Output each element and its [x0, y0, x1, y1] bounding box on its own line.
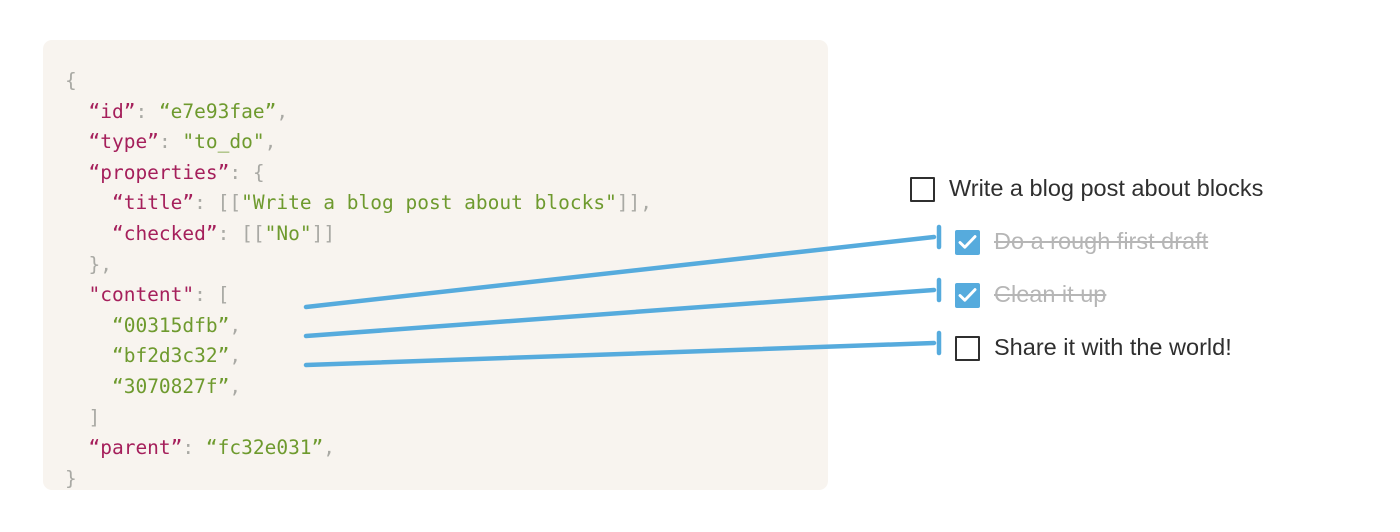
code-token-key: “title”: [111, 191, 195, 215]
code-token-str: “bf2d3c32”: [111, 344, 230, 368]
todo-item-root[interactable]: Write a blog post about blocks: [910, 174, 1263, 204]
code-token-str: "Write a blog post about blocks": [241, 191, 617, 215]
code-token-punct: ,: [323, 436, 336, 460]
code-token-punct: ,: [229, 313, 242, 337]
code-token-key: “id”: [88, 99, 136, 123]
todo-item-child1[interactable]: Do a rough first draft: [955, 227, 1208, 257]
code-token-punct: ,: [276, 99, 289, 123]
todo-item-label: Write a blog post about blocks: [949, 175, 1264, 202]
code-token-key: “type”: [88, 130, 159, 154]
code-token-str: “00315dfb”: [111, 313, 230, 337]
code-line: ]: [65, 403, 828, 434]
code-token-punct: ]]: [311, 221, 336, 245]
code-token-punct: {: [65, 69, 77, 92]
todo-item-child3[interactable]: Share it with the world!: [955, 333, 1232, 363]
code-token-punct: : [[: [194, 191, 242, 215]
code-line: “properties”: {: [65, 158, 828, 189]
code-token-str: “e7e93fae”: [158, 99, 277, 123]
code-token-punct: ,: [229, 344, 242, 368]
code-line: “3070827f”,: [65, 372, 828, 403]
code-token-punct: :: [135, 99, 159, 123]
code-line: “checked”: [["No"]]: [65, 219, 828, 250]
checkbox-unchecked-icon[interactable]: [955, 335, 980, 361]
code-token-key: “properties”: [88, 160, 230, 184]
code-line: },: [65, 250, 828, 281]
code-token-punct: : [: [194, 283, 230, 307]
code-line: “parent”: “fc32e031”,: [65, 433, 828, 464]
todo-item-child2[interactable]: Clean it up: [955, 280, 1106, 310]
checkbox-checked-icon[interactable]: [955, 229, 980, 255]
code-token-key: "content": [88, 283, 195, 307]
code-line: “bf2d3c32”,: [65, 341, 828, 372]
code-token-punct: : {: [229, 160, 265, 184]
code-line: “title”: [["Write a blog post about bloc…: [65, 188, 828, 219]
code-token-punct: :: [182, 436, 206, 460]
code-token-str: "No": [264, 221, 312, 245]
todo-item-label: Clean it up: [994, 281, 1107, 308]
code-token-punct: ]: [88, 405, 101, 429]
code-line: "content": [: [65, 280, 828, 311]
checkbox-unchecked-icon[interactable]: [910, 176, 935, 202]
code-token-punct: },: [88, 252, 112, 276]
json-code-text: { “id”: “e7e93fae”, “type”: "to_do", “pr…: [65, 66, 828, 494]
code-token-punct: :: [158, 130, 183, 154]
json-code-block: { “id”: “e7e93fae”, “type”: "to_do", “pr…: [43, 40, 828, 490]
todo-list: Write a blog post about blocks Do a rough…: [900, 160, 1370, 375]
code-token-punct: ]],: [616, 191, 653, 215]
code-token-punct: : [[: [217, 221, 265, 245]
todo-item-label: Do a rough first draft: [994, 228, 1209, 255]
code-line: {: [65, 66, 828, 97]
code-token-punct: ,: [264, 130, 277, 154]
code-line: “id”: “e7e93fae”,: [65, 97, 828, 128]
code-token-key: “parent”: [88, 436, 183, 460]
code-token-key: “checked”: [111, 221, 218, 245]
code-token-str: “3070827f”: [111, 374, 230, 398]
code-token-punct: ,: [229, 374, 242, 398]
todo-item-label: Share it with the world!: [994, 334, 1232, 361]
code-token-str: “fc32e031”: [205, 436, 324, 460]
code-line: }: [65, 464, 828, 495]
code-line: “00315dfb”,: [65, 311, 828, 342]
code-token-str: "to_do": [182, 130, 265, 154]
code-token-punct: }: [65, 466, 77, 490]
checkbox-checked-icon[interactable]: [955, 282, 980, 308]
code-line: “type”: "to_do",: [65, 127, 828, 158]
